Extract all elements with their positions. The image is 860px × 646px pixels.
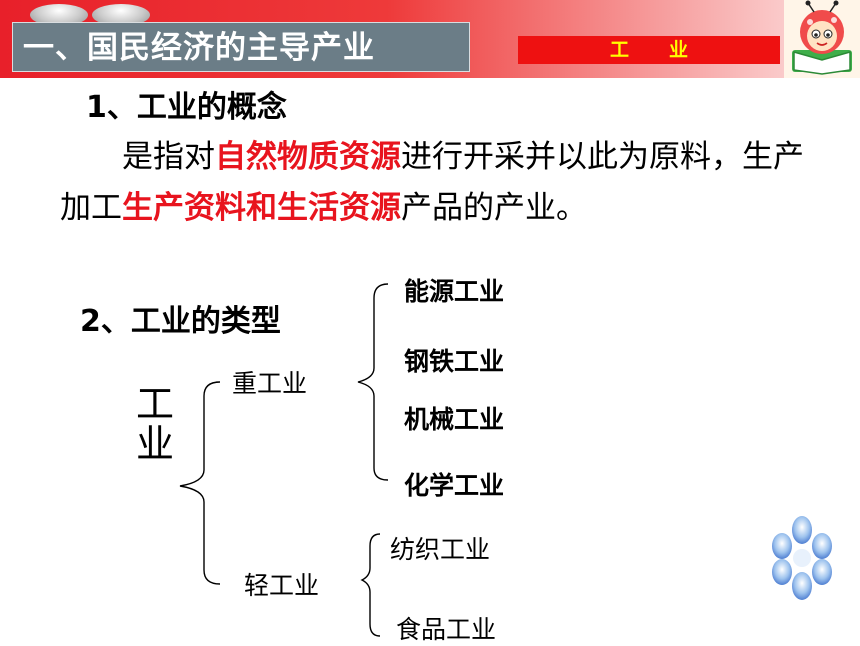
root-text: 工业 — [136, 382, 175, 466]
light-industry-label: 轻工业 — [244, 571, 320, 600]
heavy-item-energy: 能源工业 — [404, 277, 505, 306]
light-item-textile: 纺织工业 — [390, 535, 491, 564]
decorative-balls — [30, 4, 150, 26]
concept-paragraph: 是指对自然物质资源进行开采并以此为原料，生产加工生产资料和生活资源产品的产业。 — [60, 132, 820, 234]
heavy-item-steel: 钢铁工业 — [404, 347, 505, 376]
para-part-2: 进行开采并以此为原料，生产加工 — [60, 139, 804, 226]
section1-heading: 1、工业的概念 — [86, 90, 287, 125]
flower-decoration-icon — [772, 516, 832, 600]
heavy-industry-label: 重工业 — [232, 369, 308, 398]
root-label: 工业 — [136, 384, 176, 464]
topic-tag: 工业 — [518, 36, 780, 64]
heavy-item-machinery: 机械工业 — [404, 405, 505, 434]
page-title: 一、国民经济的主导产业 — [12, 22, 470, 72]
mascot-icon — [784, 0, 860, 78]
section2-heading: 2、工业的类型 — [80, 304, 281, 339]
heavy-item-chemical: 化学工业 — [404, 471, 505, 500]
para-part-3: 产品的产业。 — [401, 190, 587, 226]
para-highlight-1: 自然物质资源 — [215, 139, 401, 175]
para-highlight-2: 生产资料和生活资源 — [122, 190, 401, 226]
light-item-food: 食品工业 — [396, 615, 497, 644]
para-part-1: 是指对 — [122, 139, 215, 175]
